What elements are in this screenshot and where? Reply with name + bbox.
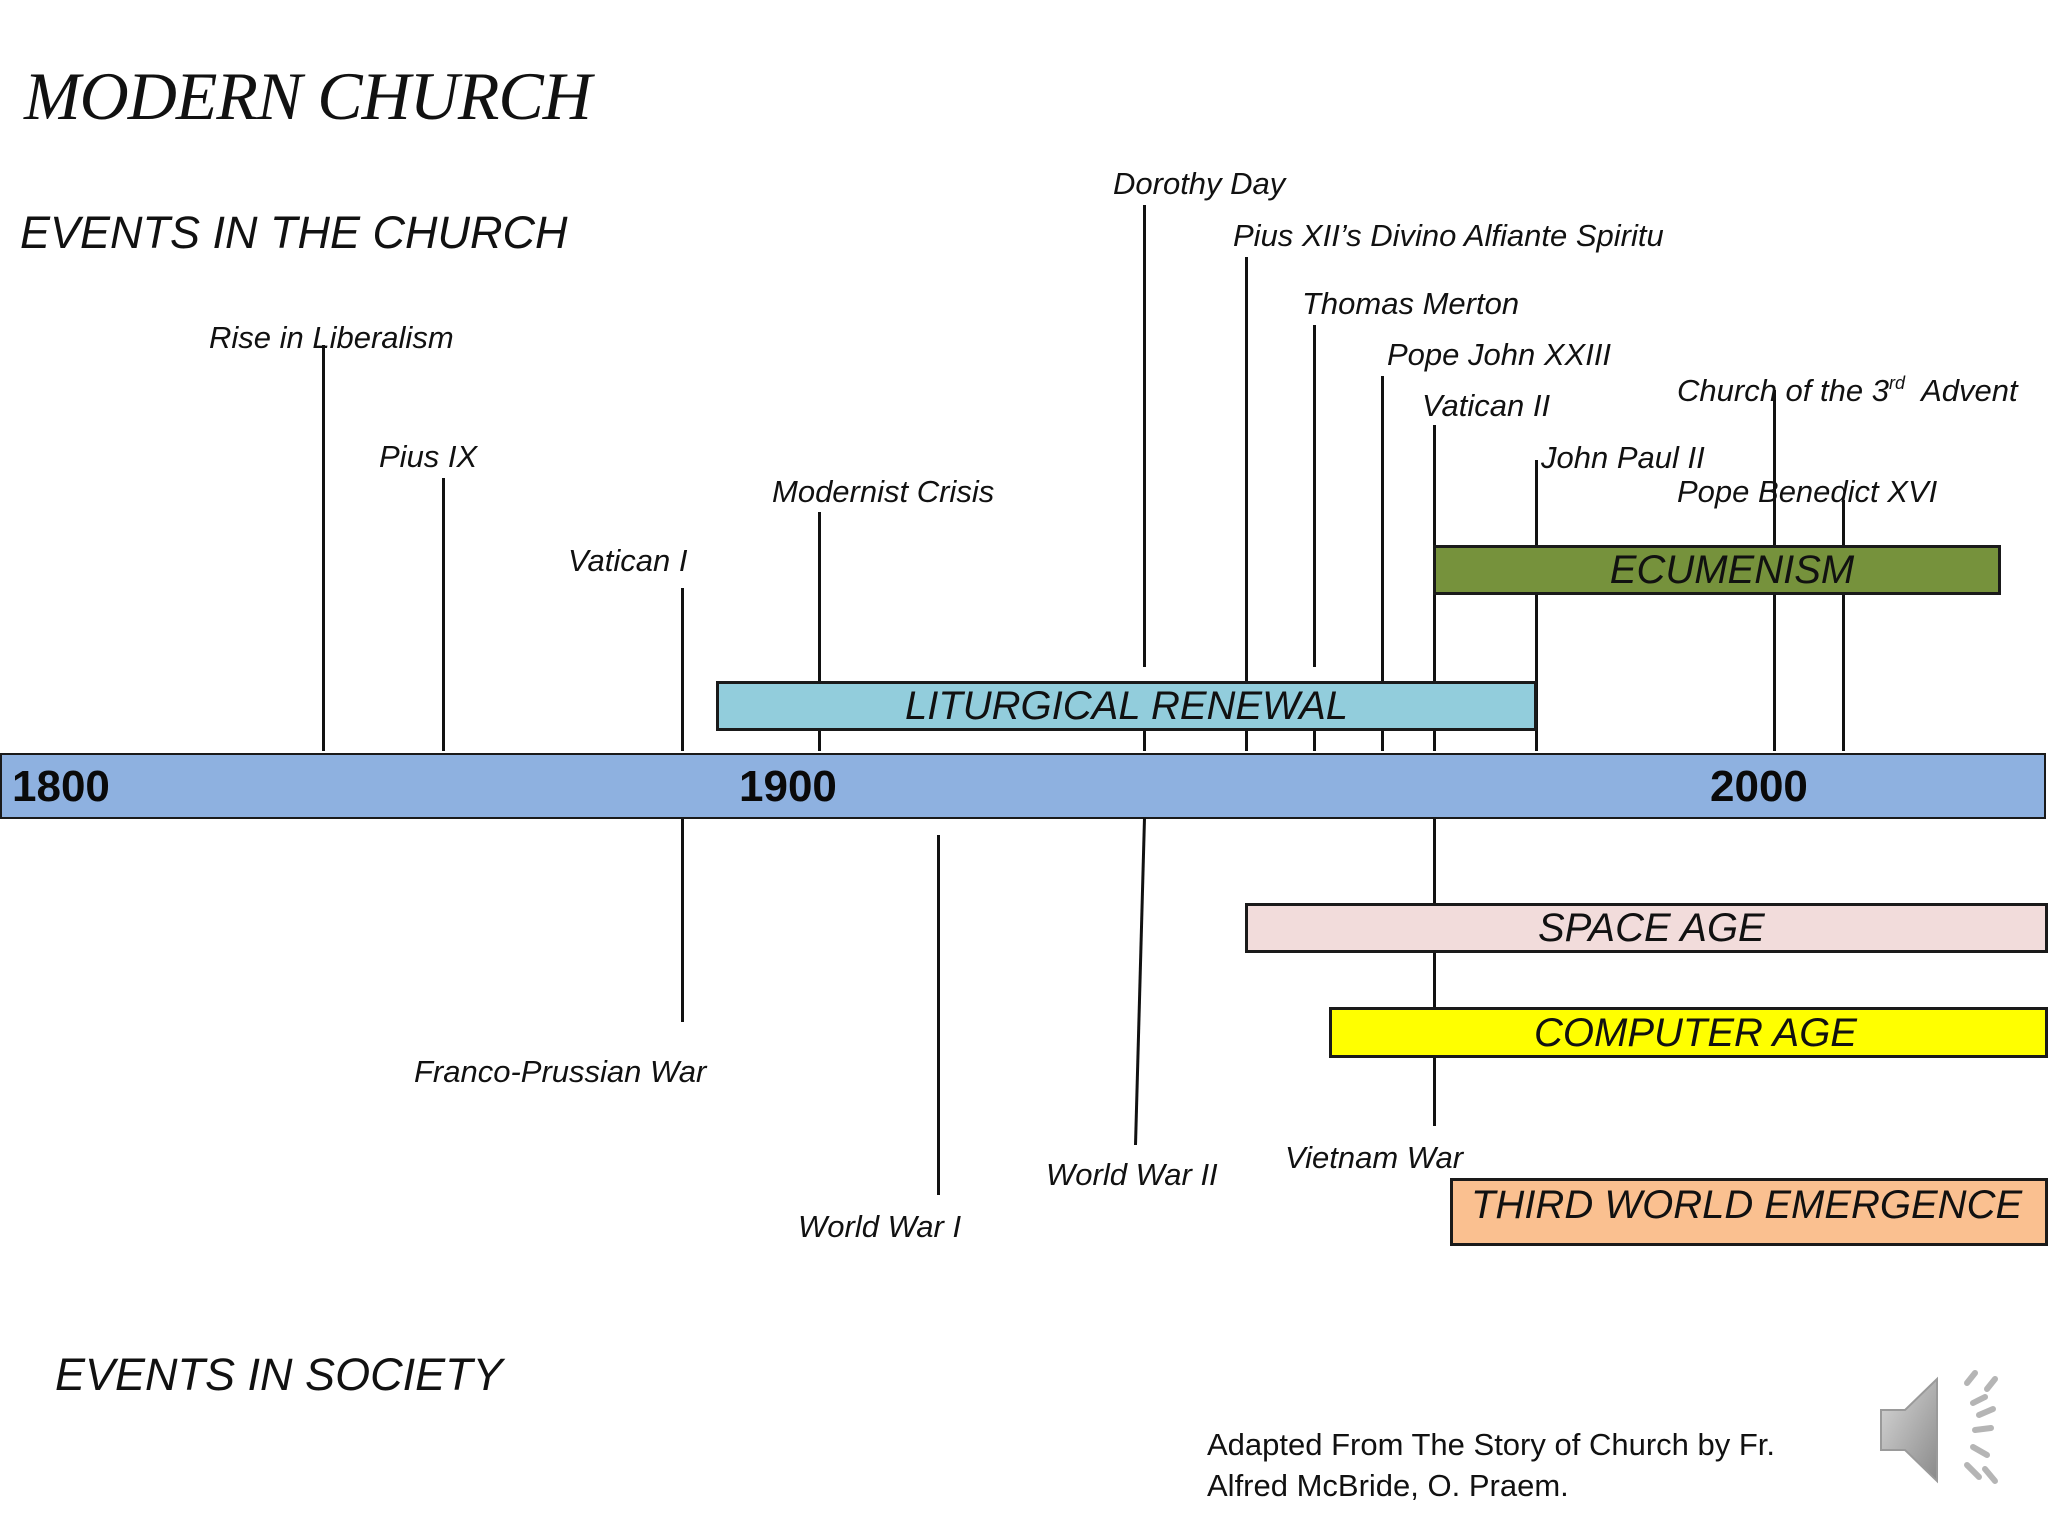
thomas-merton-line (1313, 325, 1316, 667)
computer-age-bar: COMPUTER AGE (1329, 1007, 2048, 1058)
label-dorothy-day: Dorothy Day (1113, 166, 1286, 201)
dorothy-day-line (1143, 205, 1146, 667)
pius-ix-line (442, 478, 445, 751)
pius-xii-line (1245, 257, 1248, 682)
credit-text: Adapted From The Story of Church by Fr. … (1207, 1424, 1775, 1506)
vatican-i-line (681, 588, 684, 751)
pope-benedict-xvi-line-lower (1842, 595, 1845, 751)
label-john-paul-ii: John Paul II (1541, 440, 1705, 475)
computer-age-label: COMPUTER AGE (1534, 1010, 1857, 1055)
label-pius-xii: Pius XII’s Divino Alfiante Spiritu (1233, 218, 1664, 253)
church-3rd-advent-line-lower (1773, 595, 1776, 751)
liturgical-renewal-bar: LITURGICAL RENEWAL (716, 681, 1537, 731)
church-3rd-advent-line (1773, 390, 1776, 546)
ecumenism-bar: ECUMENISM (1433, 545, 2001, 595)
pope-john-xxiii-line-lower (1381, 731, 1384, 751)
pope-benedict-xvi-line (1842, 500, 1845, 546)
vietnam-war-line-mid (1433, 953, 1436, 1007)
credit-line-1: Adapted From The Story of Church by Fr. (1207, 1427, 1776, 1462)
pius-xii-line-lower (1245, 731, 1248, 751)
third-world-emergence-label: THIRD WORLD EMERGENCE (1471, 1183, 2023, 1227)
third-world-emergence-bar: THIRD WORLD EMERGENCE (1450, 1178, 2048, 1246)
franco-prussian-war-line (681, 819, 684, 1022)
vietnam-war-line (1433, 819, 1436, 903)
year-1900: 1900 (739, 762, 837, 811)
dorothy-day-line-lower (1143, 711, 1146, 751)
label-world-war-i: World War I (798, 1209, 962, 1244)
thomas-merton-line-lower (1313, 731, 1316, 751)
modernist-crisis-line-lower (818, 731, 821, 751)
label-thomas-merton: Thomas Merton (1302, 286, 1520, 321)
label-modernist-crisis: Modernist Crisis (772, 474, 995, 509)
pope-john-xxiii-line (1381, 376, 1384, 682)
label-franco-prussian-war: Franco-Prussian War (414, 1054, 707, 1089)
speaker-icon[interactable] (1875, 1365, 2015, 1495)
space-age-bar: SPACE AGE (1245, 903, 2048, 953)
john-paul-ii-line (1535, 460, 1538, 546)
year-2000: 2000 (1710, 762, 1808, 811)
label-vietnam-war: Vietnam War (1285, 1140, 1464, 1175)
label-vatican-i: Vatican I (568, 543, 688, 578)
label-pius-ix: Pius IX (379, 439, 478, 474)
space-age-label: SPACE AGE (1538, 906, 1765, 950)
page-title: MODERN CHURCH (24, 58, 592, 134)
world-war-i-line (937, 835, 940, 1195)
label-pope-john-xxiii: Pope John XXIII (1387, 337, 1612, 372)
vietnam-war-line-lower (1433, 1058, 1436, 1126)
credit-line-2: Alfred McBride, O. Praem. (1207, 1468, 1569, 1503)
liturgical-renewal-label: LITURGICAL RENEWAL (904, 684, 1349, 728)
john-paul-ii-line-lower (1535, 595, 1538, 751)
label-pope-benedict-xvi: Pope Benedict XVI (1677, 474, 1938, 509)
society-events-heading: EVENTS IN SOCIETY (55, 1349, 503, 1400)
label-rise-in-liberalism: Rise in Liberalism (209, 320, 454, 355)
label-vatican-ii: Vatican II (1422, 388, 1551, 423)
timeline-bar (0, 753, 2046, 819)
world-war-ii-line (1134, 818, 1146, 1146)
ecumenism-label: ECUMENISM (1609, 548, 1855, 592)
vatican-ii-line-lower (1433, 731, 1436, 751)
year-1800: 1800 (12, 762, 110, 811)
modernist-crisis-line (818, 512, 821, 682)
rise-in-liberalism-line (322, 345, 325, 751)
label-world-war-ii: World War II (1046, 1157, 1218, 1192)
church-events-heading: EVENTS IN THE CHURCH (20, 207, 568, 258)
label-church-3rd-advent: Church of the 3rd Advent (1677, 373, 2018, 408)
